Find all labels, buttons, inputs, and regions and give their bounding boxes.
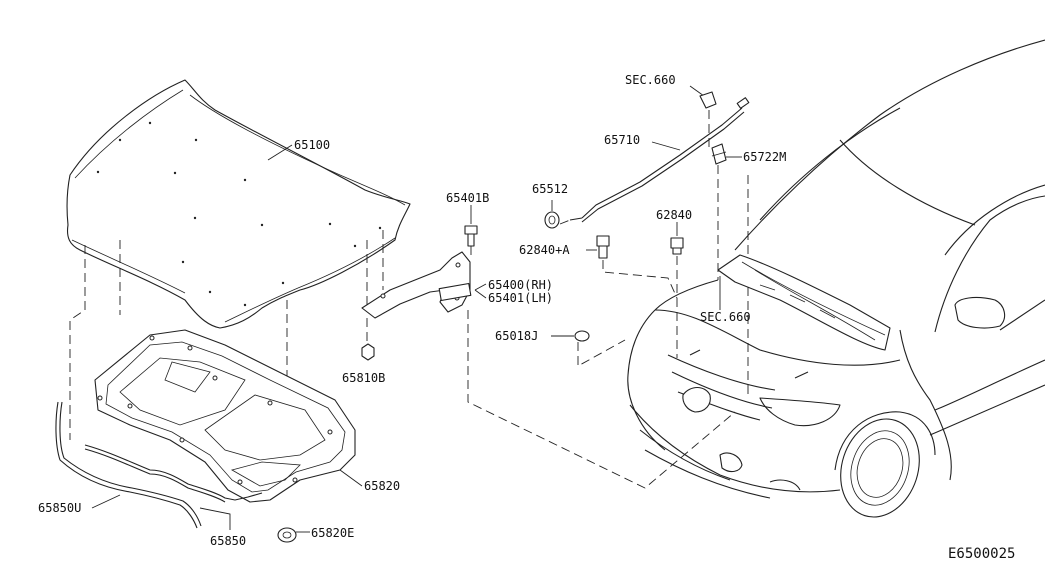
hinge-nut	[361, 343, 375, 361]
insulator-clip	[277, 527, 297, 543]
label-bumper-rubber: 62840	[656, 208, 692, 222]
label-hinge-bolt: 65401B	[446, 191, 489, 205]
label-cowl-ref: SEC.660	[700, 310, 751, 324]
label-insulator-clip: 65820E	[311, 526, 354, 540]
diagram-code: E6500025	[948, 546, 1015, 562]
hood-panel	[66, 79, 411, 329]
label-hinge-lh: 65401(LH)	[488, 291, 553, 305]
label-stay-clip-ref: SEC.660	[625, 73, 676, 87]
stay-grommet	[544, 211, 560, 229]
label-seal-upper: 65850U	[38, 501, 81, 515]
hood-stay-rod	[569, 97, 750, 223]
label-insulator: 65820	[364, 479, 400, 493]
hinge-bolt	[464, 225, 478, 247]
vehicle-body	[627, 39, 1045, 518]
plug	[574, 330, 590, 342]
hood-hinge	[361, 251, 472, 319]
label-hinge-nut: 65810B	[342, 371, 385, 385]
label-seal: 65850	[210, 534, 246, 548]
label-plug: 65018J	[495, 329, 538, 343]
stay-holder	[711, 143, 727, 165]
bumper-rubber	[670, 237, 684, 255]
label-bumper-rubber-a: 62840+A	[519, 243, 570, 257]
label-hood: 65100	[294, 138, 330, 152]
label-stay-holder: 65722M	[743, 150, 786, 164]
label-stay-grommet: 65512	[532, 182, 568, 196]
label-stay: 65710	[604, 133, 640, 147]
hood-seal	[55, 401, 263, 529]
stay-clip	[699, 91, 717, 109]
bumper-rubber-a	[596, 235, 610, 259]
hood-insulator	[94, 329, 356, 503]
label-hinge-rh: 65400(RH)	[488, 278, 553, 292]
